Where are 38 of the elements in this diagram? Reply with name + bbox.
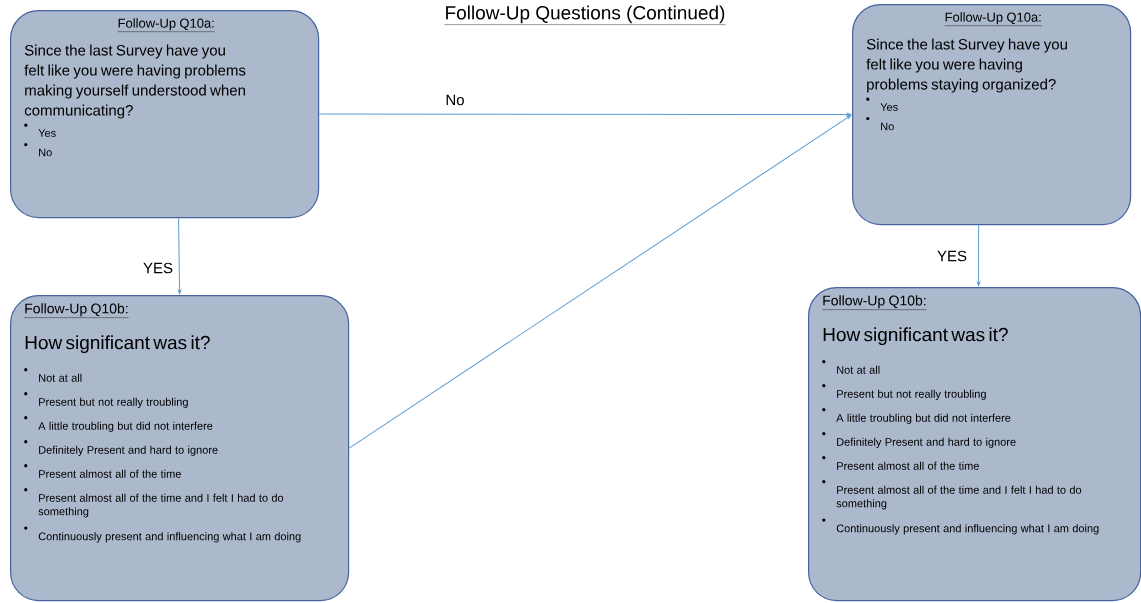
bullet-item: Yes xyxy=(866,97,898,111)
question-box xyxy=(852,4,1132,226)
heading: Follow-Up Q10b: xyxy=(822,295,927,310)
bullet-item: Not at all xyxy=(822,360,880,374)
bullet-item: Definitely Present and hard to ignore xyxy=(24,440,218,456)
bullet-item: A little troubling but did not interfere xyxy=(822,408,1011,424)
question-box xyxy=(808,287,1141,602)
bullet-item: Present almost all of the time and I felt I had to do something xyxy=(822,480,1082,510)
bullet-item: Present but not really troubling xyxy=(822,384,986,400)
question: How significant was it? xyxy=(823,327,1008,346)
heading: Follow-Up Q10b: xyxy=(24,303,129,318)
bullet-item: Yes xyxy=(24,123,56,137)
question: Since the last Survey have you felt like you were having problems making yourself understood when communicating? xyxy=(24,44,246,119)
bullet-item: A little troubling but did not interfere xyxy=(24,416,213,432)
edge-label: YES xyxy=(937,250,967,262)
question-box xyxy=(10,295,350,602)
bullet-item: Present almost all of the time xyxy=(822,456,979,470)
question-box xyxy=(10,10,320,219)
bullet-item: Not at all xyxy=(24,368,82,382)
bullet-item: No xyxy=(24,142,52,157)
arrow xyxy=(348,114,852,449)
question: Since the last Survey have you felt like you were having problems staying organized? xyxy=(866,38,1067,93)
edge-label: No xyxy=(446,94,464,106)
bullet-item: Present but not really troubling xyxy=(24,392,188,408)
arrow xyxy=(177,217,182,295)
bullet-item: Continuously present and influencing what I am doing xyxy=(822,518,1099,535)
question: How significant was it? xyxy=(25,335,210,354)
bullet-item: No xyxy=(866,116,894,131)
arrow xyxy=(977,224,981,287)
heading: Follow-Up Q10a: xyxy=(944,12,1043,26)
arrow xyxy=(318,112,852,117)
heading: Follow-Up Q10a: xyxy=(117,18,216,32)
bullet-item: Present almost all of the time and I felt I had to do something xyxy=(24,488,284,518)
bullet-item: Present almost all of the time xyxy=(24,464,181,478)
bullet-item: Definitely Present and hard to ignore xyxy=(822,432,1016,448)
title: Follow-Up Questions (Continued) xyxy=(444,5,726,25)
bullet-item: Continuously present and influencing what I am doing xyxy=(24,526,301,543)
edge-label: YES xyxy=(143,262,173,274)
